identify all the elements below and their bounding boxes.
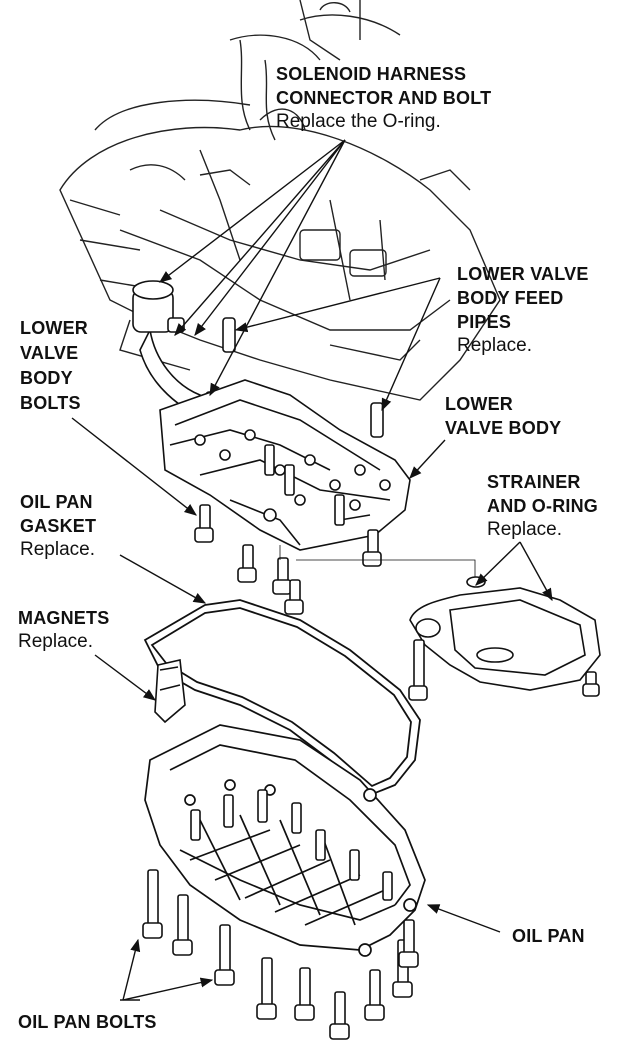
magnets-label-line1: MAGNETS: [18, 608, 110, 628]
strainer-label: STRAINER AND O-RING Replace.: [487, 470, 598, 542]
solenoid-label-note: Replace the O-ring.: [276, 111, 441, 132]
gasket-label-line2: GASKET: [20, 516, 97, 536]
alignment-lines: [279, 545, 476, 578]
pan-bolts-label-line1: OIL PAN BOLTS: [18, 1012, 157, 1032]
feed-pipes-label-line2: BODY FEED: [457, 288, 564, 308]
oil-pan-label: OIL PAN: [512, 924, 585, 948]
strainer: [408, 576, 601, 701]
feed-pipes-label-line1: LOWER VALVE: [457, 264, 589, 284]
gasket-label-line1: OIL PAN: [20, 492, 93, 512]
body-bolts-label-line4: BOLTS: [20, 393, 81, 413]
feed-pipes-label-note: Replace.: [457, 335, 532, 356]
oil-pan-gasket: [143, 599, 421, 797]
feed-pipes-label-line3: PIPES: [457, 312, 512, 332]
body-bolts-label-line2: VALVE: [20, 343, 79, 363]
oil-pan-bolts: [142, 789, 419, 1040]
strainer-label-note: Replace.: [487, 519, 562, 540]
gasket-label: OIL PAN GASKET Replace.: [20, 490, 96, 562]
transmission-housing: [59, 0, 501, 401]
strainer-label-line1: STRAINER: [487, 472, 581, 492]
oil-pan: [144, 724, 426, 957]
gasket-label-note: Replace.: [20, 539, 95, 560]
solenoid-label: SOLENOID HARNESS CONNECTOR AND BOLT Repl…: [276, 62, 491, 134]
leader-arrows: [71, 139, 553, 1001]
valve-body-label-line2: VALVE BODY: [445, 418, 562, 438]
valve-body-label-line1: LOWER: [445, 394, 513, 414]
body-bolts-label: LOWER VALVE BODY BOLTS: [20, 316, 88, 416]
solenoid-label-line1: SOLENOID HARNESS: [276, 64, 467, 84]
magnets-label-note: Replace.: [18, 631, 93, 652]
strainer-label-line2: AND O-RING: [487, 496, 598, 516]
magnets: [154, 659, 186, 724]
feed-pipes-label: LOWER VALVE BODY FEED PIPES Replace.: [457, 262, 589, 358]
magnets-label: MAGNETS Replace.: [18, 606, 109, 654]
oil-pan-label-line1: OIL PAN: [512, 926, 585, 946]
valve-body-label: LOWER VALVE BODY: [445, 392, 561, 440]
valve-body-bolts: [194, 444, 382, 615]
pan-bolts-label: OIL PAN BOLTS: [18, 1010, 157, 1034]
solenoid-label-line2: CONNECTOR AND BOLT: [276, 88, 492, 108]
body-bolts-label-line3: BODY: [20, 368, 73, 388]
body-bolts-label-line1: LOWER: [20, 318, 88, 338]
